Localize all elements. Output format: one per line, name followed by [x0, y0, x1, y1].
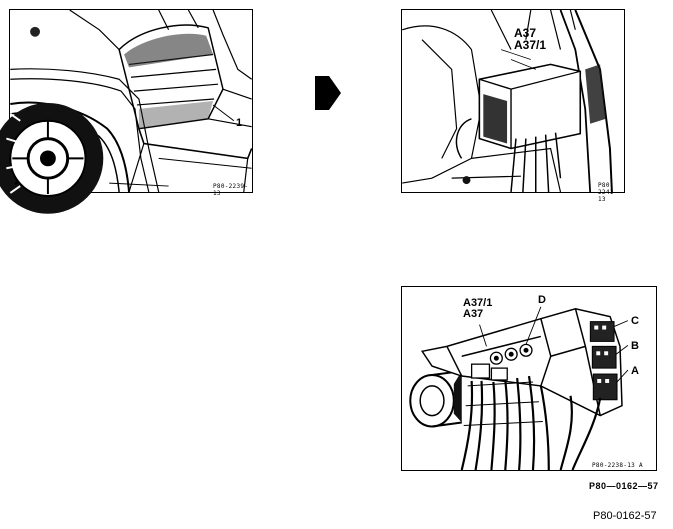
callout-a37-1: A37/1	[463, 297, 493, 309]
callout-b: B	[631, 340, 639, 352]
panel-connectors: A37/1 A37 D C B A P80-2238-13 A	[401, 286, 657, 471]
callout-a37-1: A37/1	[514, 38, 547, 52]
seat-illustration	[0, 9, 253, 214]
panel-caption: P80-2238-13 A	[592, 462, 643, 469]
callout-d: D	[538, 294, 546, 306]
figure-reference: P80—0162—57	[589, 481, 659, 491]
connector-illustration	[409, 306, 629, 471]
wheel-illustration	[0, 102, 104, 214]
module-box	[478, 63, 582, 150]
panel-control-unit: A37 A37/1 P80-2241-13	[401, 9, 625, 203]
panel-seat-location: 1 P80-2239-13	[0, 9, 253, 214]
control-unit-illustration	[402, 9, 613, 193]
callout-a37: A37	[514, 26, 537, 40]
callout-1: 1	[236, 117, 243, 129]
callout-a37: A37	[463, 308, 484, 320]
footer-reference: P80-0162-57	[593, 510, 657, 522]
arrow-right-icon	[315, 76, 341, 110]
motor-illustration	[409, 370, 462, 428]
panel-caption: P80-2241-13	[598, 182, 618, 203]
panel-caption: P80-2239-13	[213, 183, 249, 197]
callout-c: C	[631, 315, 639, 327]
callout-a: A	[631, 365, 639, 377]
